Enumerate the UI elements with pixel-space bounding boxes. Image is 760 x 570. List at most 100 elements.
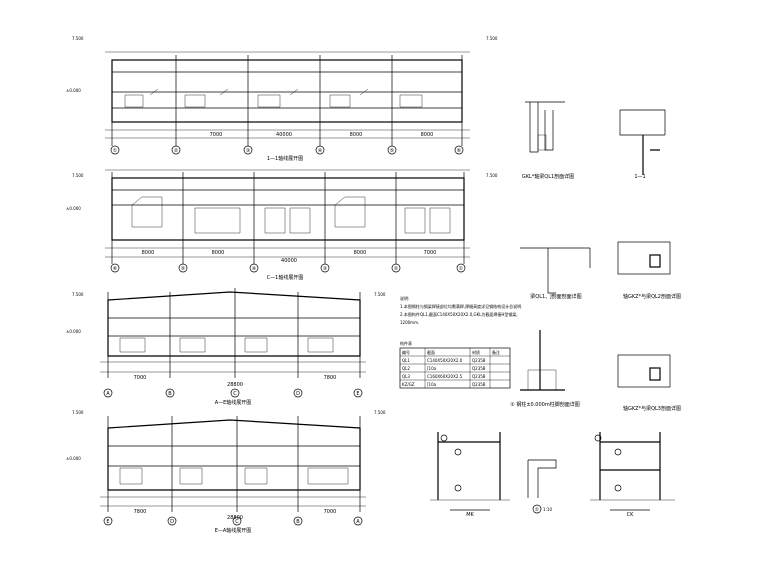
svg-text:③: ③ [246, 148, 250, 154]
component-table: 构件表 编号 截面 材质 备注 QL1 C140X50X20X2.0 Q235B… [399, 340, 511, 389]
svg-text:MK: MK [466, 512, 474, 518]
level-label: ±0.000 [66, 456, 81, 461]
span-dim: 8000 [354, 250, 367, 256]
svg-text:轴GKZ*与梁QL3剖面详图: 轴GKZ*与梁QL3剖面详图 [623, 405, 681, 412]
axis-bubbles: ① ② ③ ④ ⑤ ⑥ [110, 145, 464, 155]
svg-text:①: ① [459, 266, 464, 272]
span-dim: 8000 [421, 132, 434, 138]
elevation-title: C—1轴线展开图 [267, 274, 304, 281]
svg-text:[10a: [10a [427, 382, 437, 387]
elevation-title: 1—1轴线展开图 [267, 155, 303, 162]
level-label: 7.500 [374, 410, 386, 415]
detail-ql1: 梁QL1、J剖面剖面详图 [520, 247, 591, 300]
elevation-frame [111, 59, 463, 123]
span-dim: 7000 [424, 250, 437, 256]
svg-text:①: ① [535, 507, 540, 513]
elevation-frame [107, 419, 361, 491]
elevation-4: A—E轴线展开图 7.500 ±0.000 7.500 7800 28800 7… [66, 399, 386, 534]
svg-text:⑥: ⑥ [457, 148, 462, 154]
svg-text:②: ② [394, 266, 399, 272]
svg-text:Q235B: Q235B [472, 374, 486, 379]
level-label: 7.500 [486, 36, 498, 41]
svg-text:梁QL1、J剖面剖面详图: 梁QL1、J剖面剖面详图 [530, 293, 581, 300]
level-label: 7.500 [72, 292, 84, 297]
svg-text:④: ④ [252, 266, 257, 272]
svg-text:CK: CK [627, 512, 634, 518]
detail-gkz-b: 轴GKZ*与梁QL3剖面详图 [617, 354, 681, 412]
elevation-frame [111, 177, 465, 241]
svg-text:1—1: 1—1 [634, 174, 645, 180]
svg-text:E: E [356, 391, 359, 397]
svg-text:轴GKZ*与梁QL2剖面详图: 轴GKZ*与梁QL2剖面详图 [623, 293, 681, 300]
svg-text:Q235B: Q235B [472, 358, 486, 363]
svg-text:2.本图构件QL1,截面C140X50X20X2.0,GKL: 2.本图构件QL1,截面C140X50X20X2.0,GKL为截面焊接H型钢梁, [400, 311, 518, 317]
svg-text:A: A [106, 391, 110, 397]
axis-bubbles: A B C D E [103, 388, 363, 398]
notes: 说明: 1.本图钢柱与钢梁焊接部位均需满焊,焊缝高度详见钢结构设计总说明. 2.… [400, 295, 522, 325]
total-dim: 40000 [281, 258, 297, 264]
axis-bubbles: ⑥ ⑤ ④ ③ ② ① [110, 263, 466, 273]
svg-text:Q235B: Q235B [472, 366, 486, 371]
svg-text:C: C [235, 519, 239, 525]
svg-text:1200mm.: 1200mm. [400, 320, 419, 325]
level-label: 7.500 [72, 173, 84, 178]
svg-text:⑤: ⑤ [390, 148, 394, 154]
svg-text:D: D [170, 519, 174, 525]
elevation-1: 7.500 7.500 ±0.000 7000 40000 8000 8000 [66, 36, 498, 155]
span-dim: 7800 [134, 509, 147, 515]
svg-text:GKL*轴梁QL1剖面详图: GKL*轴梁QL1剖面详图 [522, 173, 574, 180]
level-label: 7.500 [374, 292, 386, 297]
svg-text:[10a: [10a [427, 366, 437, 371]
span-dim: 8000 [350, 132, 363, 138]
level-label: 7.500 [72, 410, 84, 415]
svg-text:C140X50X20X2.0: C140X50X20X2.0 [427, 358, 463, 363]
detail-gkl: GKL*轴梁QL1剖面详图 [522, 101, 574, 180]
svg-text:1:10: 1:10 [543, 507, 552, 512]
span-dim: 7000 [134, 375, 147, 381]
elevation-3: C—1轴线展开图 7.500 ±0.000 7.500 7000 28800 7… [66, 274, 386, 398]
svg-text:材质: 材质 [472, 349, 480, 355]
svg-text:③: ③ [323, 266, 327, 272]
svg-text:⑥: ⑥ [113, 266, 118, 272]
total-dim: 28800 [227, 515, 243, 521]
detail-gkz-a: 轴GKZ*与梁QL2剖面详图 [617, 241, 681, 300]
svg-text:Q235B: Q235B [472, 382, 486, 387]
svg-text:A: A [356, 519, 360, 525]
detail-section-11: 1—1 [619, 109, 666, 180]
span-dim: 7000 [324, 509, 337, 515]
elevation-title: A—E轴线展开图 [215, 399, 252, 406]
svg-text:编号: 编号 [402, 349, 410, 355]
svg-text:B: B [168, 391, 172, 397]
detail-mk: MK [430, 432, 510, 518]
level-label: 7.500 [486, 173, 498, 178]
svg-text:D: D [296, 391, 300, 397]
level-label: ±0.000 [66, 88, 81, 93]
span-dim: 8000 [142, 250, 155, 256]
svg-text:②: ② [174, 148, 179, 154]
svg-text:构件表: 构件表 [400, 340, 412, 346]
svg-text:①: ① [113, 148, 118, 154]
svg-text:E: E [106, 519, 109, 525]
svg-text:备注: 备注 [492, 349, 500, 355]
elevation-title: E—A轴线展开图 [215, 527, 252, 534]
svg-text:QL2: QL2 [402, 366, 410, 371]
svg-text:说明:: 说明: [400, 295, 409, 301]
detail-base: ② 钢柱±0.000m柱脚剖面详图 [510, 330, 580, 408]
span-dim: 8000 [212, 250, 225, 256]
total-dim: 40000 [276, 132, 292, 138]
svg-text:② 钢柱±0.000m柱脚剖面详图: ② 钢柱±0.000m柱脚剖面详图 [510, 401, 579, 408]
level-label: 7.500 [72, 36, 84, 41]
svg-text:QL3: QL3 [402, 374, 410, 379]
svg-text:1.本图钢柱与钢梁焊接部位均需满焊,焊缝高度详见钢结构设计总: 1.本图钢柱与钢梁焊接部位均需满焊,焊缝高度详见钢结构设计总说明. [400, 303, 522, 309]
svg-text:④: ④ [318, 148, 323, 154]
total-dim: 28800 [227, 382, 243, 388]
span-dim: 7800 [324, 375, 337, 381]
level-label: ±0.000 [66, 206, 81, 211]
elevation-frame [107, 291, 361, 357]
axis-bubbles: E D C B A [103, 516, 363, 526]
span-dim: 7000 [210, 132, 223, 138]
svg-text:B: B [296, 519, 300, 525]
svg-text:KZ/GZ: KZ/GZ [402, 382, 415, 387]
svg-text:⑤: ⑤ [181, 266, 185, 272]
